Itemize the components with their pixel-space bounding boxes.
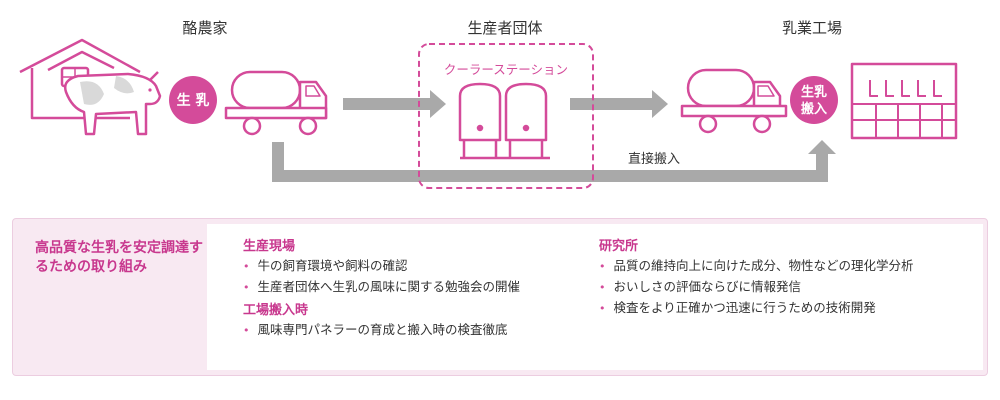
bullet-icon: • xyxy=(243,260,250,273)
initiatives-panel: 高品質な生乳を安定調達するための取り組み 生産現場 • 牛の飼育環境や飼料の確認 … xyxy=(12,218,988,376)
list-item-text: 牛の飼育環境や飼料の確認 xyxy=(257,258,408,273)
list-item: • 生産者団体へ生乳の風味に関する勉強会の開催 xyxy=(243,277,520,298)
list-item-text: 検査をより正確かつ迅速に行うための技術開発 xyxy=(613,300,876,315)
bullet-icon: • xyxy=(599,302,606,315)
initiatives-right-column: 研究所 • 品質の維持向上に向けた成分、物性などの理化学分析 • おいしさの評価なら… xyxy=(599,238,914,319)
milk-delivery-badge-line2: 搬入 xyxy=(801,101,827,117)
group-research-lab: 研究所 • 品質の維持向上に向けた成分、物性などの理化学分析 • おいしさの評価なら… xyxy=(599,238,914,319)
raw-milk-badge xyxy=(169,76,217,124)
list-item: • 風味専門パネラーの育成と搬入時の検査徹底 xyxy=(243,320,520,341)
cooler-tank-icon xyxy=(458,82,550,160)
list-item-text: 品質の維持向上に向けた成分、物性などの理化学分析 xyxy=(613,258,914,273)
milk-delivery-badge xyxy=(790,76,838,124)
arrow-to-cooler xyxy=(343,90,446,118)
group-production-site: 生産現場 • 牛の飼育環境や飼料の確認 • 生産者団体へ生乳の風味に関する勉強会の開… xyxy=(243,238,520,298)
list-item: • おいしさの評価ならびに情報発信 xyxy=(599,277,914,298)
raw-milk-badge-label: 生 乳 xyxy=(177,92,210,109)
farmer-label: 酪農家 xyxy=(182,19,227,37)
milk-delivery-badge-line1: 生乳 xyxy=(801,84,827,100)
milk-tanker-truck-icon xyxy=(224,70,328,136)
group-title: 工場搬入時 xyxy=(243,303,309,318)
dairy-factory-label: 乳業工場 xyxy=(782,19,842,37)
group-factory-delivery: 工場搬入時 • 風味専門パネラーの育成と搬入時の検査徹底 xyxy=(243,302,520,341)
bullet-icon: • xyxy=(599,281,606,294)
arrow-to-factory xyxy=(570,90,668,118)
bullet-icon: • xyxy=(243,281,250,294)
list-item-text: 生産者団体へ生乳の風味に関する勉強会の開催 xyxy=(257,279,521,294)
cooler-station-box xyxy=(418,43,594,189)
direct-delivery-arrow xyxy=(272,140,836,182)
initiatives-left-column: 生産現場 • 牛の飼育環境や飼料の確認 • 生産者団体へ生乳の風味に関する勉強会の開… xyxy=(243,238,520,341)
list-item: • 検査をより正確かつ迅速に行うための技術開発 xyxy=(599,298,914,319)
supply-flow-diagram: 酪農家 生産者団体 乳業工場 生 乳 直接搬入 クーラーステーション xyxy=(19,19,958,189)
list-item-text: おいしさの評価ならびに情報発信 xyxy=(613,279,802,294)
list-item: • 牛の飼育環境や飼料の確認 xyxy=(243,256,520,277)
group-title: 研究所 xyxy=(599,239,639,254)
milk-tanker-truck-icon xyxy=(680,68,788,134)
list-item: • 品質の維持向上に向けた成分、物性などの理化学分析 xyxy=(599,256,914,277)
factory-icon xyxy=(850,62,958,140)
group-title: 生産現場 xyxy=(243,239,296,254)
list-item-text: 風味専門パネラーの育成と搬入時の検査徹底 xyxy=(257,322,508,337)
flow-arrows xyxy=(272,90,836,182)
initiatives-content: 生産現場 • 牛の飼育環境や飼料の確認 • 生産者団体へ生乳の風味に関する勉強会の開… xyxy=(207,224,983,370)
cow-icon xyxy=(64,71,162,136)
bullet-icon: • xyxy=(243,324,250,337)
bullet-icon: • xyxy=(599,260,606,273)
producer-group-label: 生産者団体 xyxy=(467,19,542,37)
initiatives-heading: 高品質な生乳を安定調達するための取り組み xyxy=(35,240,203,275)
cooler-station-label: クーラーステーション xyxy=(444,62,568,77)
direct-delivery-label: 直接搬入 xyxy=(628,151,680,167)
